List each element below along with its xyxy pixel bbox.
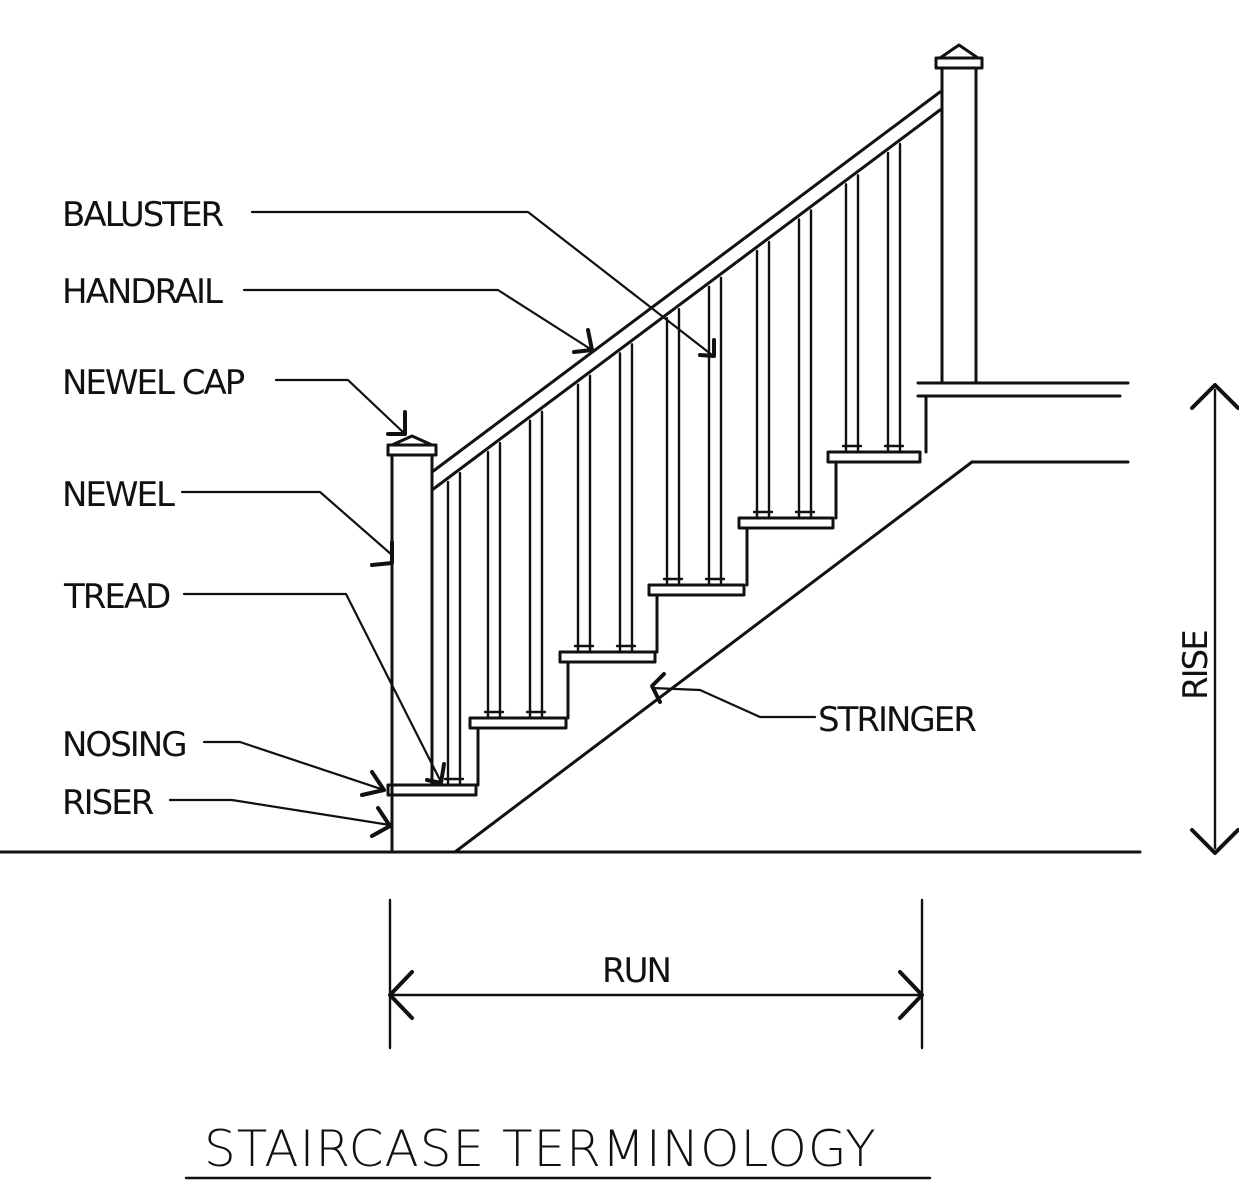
baluster-3 xyxy=(483,441,505,720)
label-newel-cap: NEWEL CAP xyxy=(62,363,245,403)
label-run: RUN xyxy=(602,951,670,991)
label-stringer: STRINGER xyxy=(818,700,976,740)
stringer-leader xyxy=(650,672,817,719)
newel-leader xyxy=(180,490,394,567)
label-baluster: BALUSTER xyxy=(62,195,224,235)
step-3 xyxy=(558,650,657,720)
tread-leader xyxy=(182,592,446,785)
baluster-1 xyxy=(443,471,465,787)
baluster-11 xyxy=(841,174,863,454)
newel-cap-leader xyxy=(274,378,407,436)
run-dimension xyxy=(388,898,924,1050)
baluster-8 xyxy=(794,209,816,520)
baluster-7 xyxy=(662,308,684,587)
handrail-shape xyxy=(430,90,942,492)
baluster-9 xyxy=(752,240,774,520)
step-5 xyxy=(737,516,835,587)
baluster-10 xyxy=(883,142,905,454)
label-tread: TREAD xyxy=(63,577,170,617)
baluster-leader xyxy=(250,210,716,358)
stringer xyxy=(453,460,1130,854)
riser-leader xyxy=(168,798,392,838)
label-handrail: HANDRAIL xyxy=(62,272,223,312)
label-nosing: NOSING xyxy=(62,725,186,765)
step-2 xyxy=(468,716,568,787)
steps xyxy=(386,394,928,797)
step-4 xyxy=(647,583,746,654)
top-newel xyxy=(934,43,984,385)
rise-dimension xyxy=(1190,383,1239,855)
bottom-newel xyxy=(386,443,438,854)
baluster-6 xyxy=(704,276,726,587)
handrail-leader xyxy=(242,288,594,354)
nosing-leader xyxy=(202,740,386,797)
step-1 xyxy=(386,783,478,797)
label-riser: RISER xyxy=(62,783,154,823)
baluster-5 xyxy=(573,374,595,654)
newel-cap-shape xyxy=(390,434,434,447)
upper-landing xyxy=(916,381,1130,398)
step-6 xyxy=(826,450,922,520)
label-newel: NEWEL xyxy=(62,475,175,515)
balusters xyxy=(443,142,905,787)
diagram-title: STAIRCASE TERMINOLOGY xyxy=(204,1120,877,1178)
baluster-2 xyxy=(525,410,547,720)
label-rise: RISE xyxy=(1176,631,1216,700)
baluster-4 xyxy=(615,343,637,654)
